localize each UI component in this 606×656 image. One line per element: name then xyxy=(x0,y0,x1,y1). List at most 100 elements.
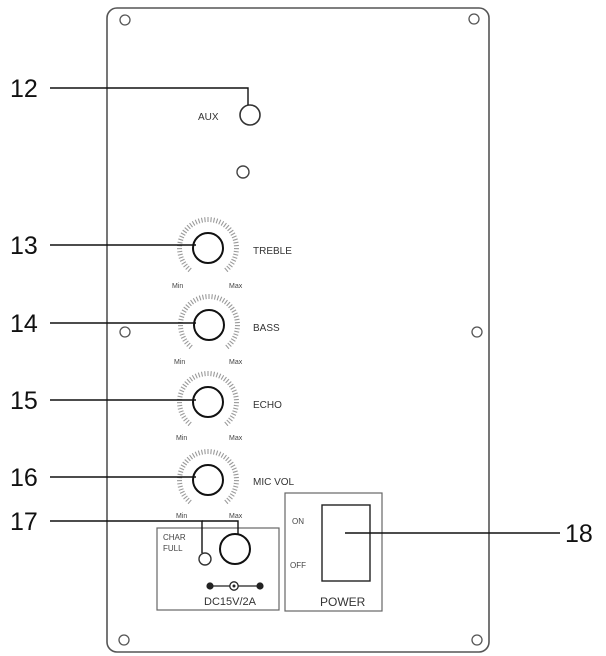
echo-max-label: Max xyxy=(229,435,243,442)
knob-tick xyxy=(221,297,226,303)
mic-vol-label: MIC VOL xyxy=(253,477,295,488)
callout-15: 15 xyxy=(10,387,38,415)
knob-tick xyxy=(233,315,239,318)
callout-12: 12 xyxy=(10,75,38,103)
bass-min-label: Min xyxy=(174,359,185,366)
knob-tick xyxy=(224,299,228,305)
knob-tick xyxy=(231,258,237,262)
screw-hole-top-left xyxy=(119,14,131,26)
knob-tick xyxy=(229,415,235,419)
knob-tick xyxy=(178,318,184,321)
knob-tick xyxy=(223,454,227,460)
aux-jack[interactable] xyxy=(239,104,261,126)
knob-tick xyxy=(232,470,238,473)
knob-tick xyxy=(218,219,222,225)
knob-tick xyxy=(230,338,236,342)
knob-tick xyxy=(227,381,232,386)
mic-vol-min-label: Min xyxy=(176,513,187,520)
knob-tick xyxy=(233,395,239,398)
knob-tick xyxy=(189,376,193,382)
knob-tick xyxy=(233,404,239,407)
knob-tick xyxy=(210,449,212,455)
knob-tick xyxy=(226,497,231,502)
knob-tick xyxy=(177,250,183,253)
knob-tick xyxy=(178,330,184,333)
knob-tick xyxy=(182,338,188,342)
knob-tick xyxy=(183,263,188,268)
callout-17: 17 xyxy=(10,508,38,536)
knob-tick xyxy=(194,373,198,379)
knob-tick xyxy=(227,459,232,464)
power-label: POWER xyxy=(320,595,366,609)
knob-tick xyxy=(186,224,191,230)
knob-tick xyxy=(187,499,192,505)
treble-max-label: Max xyxy=(229,283,243,290)
dc-voltage-label: DC15V/2A xyxy=(204,596,257,608)
echo-label: ECHO xyxy=(253,400,282,411)
knob-tick xyxy=(197,372,201,378)
knob-tick xyxy=(201,294,205,300)
knob-tick xyxy=(232,392,238,395)
knob-tick xyxy=(233,407,239,410)
knob-tick xyxy=(228,383,234,388)
knob-tick xyxy=(181,493,187,497)
leader-lines xyxy=(50,87,560,553)
knob-tick xyxy=(179,389,185,393)
treble-knob[interactable] xyxy=(192,232,224,264)
charge-section-box xyxy=(156,527,280,611)
knob-tick xyxy=(232,256,238,259)
knob-tick xyxy=(229,306,235,311)
knob-tick xyxy=(212,371,216,377)
knob-tick xyxy=(223,222,227,228)
knob-tick xyxy=(179,315,185,318)
echo-knob[interactable] xyxy=(192,386,224,418)
knob-tick xyxy=(186,456,191,462)
knob-tick xyxy=(233,241,239,244)
knob-tick xyxy=(178,392,184,395)
knob-tick xyxy=(200,449,204,455)
knob-tick xyxy=(191,220,196,226)
aux-label: AUX xyxy=(198,112,219,123)
knob-tick xyxy=(231,309,237,313)
knob-tick xyxy=(231,490,237,494)
dc-jack[interactable] xyxy=(219,533,251,565)
knob-tick xyxy=(233,485,239,488)
mic-vol-knob[interactable] xyxy=(192,464,224,496)
knob-tick xyxy=(192,297,197,303)
knob-tick xyxy=(233,473,239,476)
knob-tick xyxy=(231,412,237,416)
knob-tick xyxy=(226,301,231,307)
knob-tick xyxy=(225,224,230,230)
knob-tick xyxy=(228,417,233,422)
knob-tick xyxy=(184,227,189,232)
knob-tick xyxy=(215,218,219,224)
knob-tick xyxy=(212,449,216,455)
knob-tick xyxy=(234,330,240,333)
bass-knob[interactable] xyxy=(193,309,225,341)
knob-tick xyxy=(177,253,183,256)
knob-tick xyxy=(233,253,239,256)
knob-tick xyxy=(218,451,222,457)
knob-tick xyxy=(178,256,184,259)
knob-tick xyxy=(224,499,229,505)
power-switch[interactable] xyxy=(321,504,371,582)
knob-tick xyxy=(204,449,206,455)
knob-tick xyxy=(226,265,231,270)
knob-tick xyxy=(204,371,206,377)
knob-tick xyxy=(177,485,183,488)
callout-13: 13 xyxy=(10,232,38,260)
knob-tick xyxy=(197,218,201,224)
knob-tick xyxy=(178,488,184,491)
knob-tick xyxy=(177,482,183,485)
bass-max-label: Max xyxy=(229,359,243,366)
knob-tick xyxy=(178,470,184,473)
knob-tick xyxy=(225,456,230,462)
knob-tick xyxy=(220,452,225,458)
knob-tick xyxy=(233,333,239,336)
knob-tick xyxy=(231,467,237,471)
knob-tick xyxy=(177,395,183,398)
knob-tick xyxy=(218,373,222,379)
knob-tick xyxy=(232,312,238,316)
knob-tick xyxy=(200,371,204,377)
knob-tick xyxy=(194,451,198,457)
